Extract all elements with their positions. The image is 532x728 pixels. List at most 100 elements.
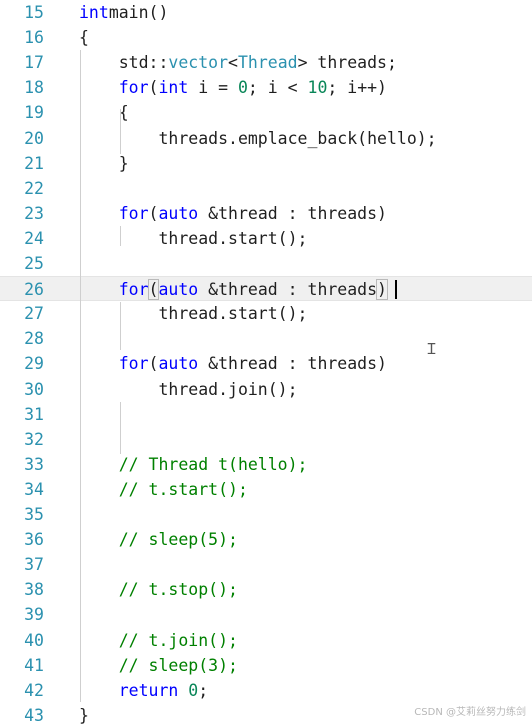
code-text: // sleep(5); <box>79 527 238 552</box>
line-number: 31 <box>24 404 44 424</box>
code-line[interactable]: 43} <box>0 703 532 728</box>
line-number: 30 <box>24 379 44 399</box>
code-line[interactable]: 40 // t.join(); <box>0 628 532 653</box>
code-text: thread.start(); <box>79 301 307 326</box>
code-line[interactable]: 16 { <box>0 25 532 50</box>
code-line[interactable]: 31 <box>0 402 532 427</box>
indent-guide <box>120 226 121 246</box>
line-number: 22 <box>24 178 44 198</box>
line-number: 36 <box>24 530 44 550</box>
code-token: thread.start(); <box>79 228 308 248</box>
code-token: // t.start(); <box>79 479 248 499</box>
line-number: 16 <box>24 28 44 48</box>
code-token: int <box>79 3 109 22</box>
code-text: { <box>79 25 89 50</box>
code-token: > threads; <box>297 53 397 73</box>
line-number: 17 <box>24 53 44 73</box>
line-number: 42 <box>24 680 44 700</box>
code-line[interactable]: 39 <box>0 602 532 627</box>
code-text: thread.join(); <box>79 377 297 402</box>
code-token: 0 <box>237 78 248 98</box>
code-line[interactable]: 38 // t.stop(); <box>0 577 532 602</box>
code-token: for <box>79 203 149 223</box>
code-token: ( <box>148 354 159 374</box>
code-text: } <box>79 703 89 728</box>
code-token: Thread <box>237 53 298 73</box>
indent-guide <box>80 50 81 702</box>
code-token: for <box>79 354 149 374</box>
code-token: ( <box>147 279 160 301</box>
code-line[interactable]: 37 <box>0 552 532 577</box>
code-token: < <box>228 53 238 73</box>
code-token: { <box>79 28 89 48</box>
code-token: vector <box>168 53 229 73</box>
line-number: 21 <box>24 153 44 173</box>
indent-guide <box>120 302 121 350</box>
code-token: for <box>79 78 149 98</box>
code-line[interactable]: 18 for(int i = 0; i < 10; i++) <box>0 75 532 100</box>
code-line[interactable]: 28 <box>0 326 532 351</box>
code-text: intmain() <box>79 0 168 25</box>
line-number: 41 <box>24 655 44 675</box>
code-line[interactable]: 41 // sleep(3); <box>0 653 532 678</box>
code-line[interactable]: 26 for(auto &thread : threads) <box>0 276 532 302</box>
code-token: thread.start(); <box>79 304 308 324</box>
code-token: auto <box>158 203 199 223</box>
code-token: } <box>79 153 129 173</box>
code-text: for(auto &thread : threads) <box>79 277 388 302</box>
code-line[interactable]: 34 // t.start(); <box>0 477 532 502</box>
code-line[interactable]: 20 threads.emplace_back(hello); <box>0 126 532 151</box>
code-line[interactable]: 35 <box>0 502 532 527</box>
line-number: 34 <box>24 479 44 499</box>
code-line[interactable]: 17 std::vector<Thread> threads; <box>0 50 532 75</box>
code-line[interactable]: 27 thread.start(); <box>0 301 532 326</box>
code-text: return 0; <box>79 678 208 703</box>
code-text: } <box>79 151 129 176</box>
code-line[interactable]: 33 // Thread t(hello); <box>0 452 532 477</box>
code-token: ; i < <box>247 78 308 98</box>
line-number: 37 <box>24 555 44 575</box>
ibeam-cursor-icon: Ｉ <box>424 340 440 358</box>
code-line[interactable]: 29 for(auto &thread : threads) <box>0 351 532 376</box>
line-number: 26 <box>24 280 44 300</box>
code-line[interactable]: 25 <box>0 251 532 276</box>
code-text: { <box>79 100 129 125</box>
code-line[interactable]: 24 thread.start(); <box>0 226 532 251</box>
code-token: 0 <box>188 680 199 700</box>
code-line[interactable]: 30 thread.join(); <box>0 377 532 402</box>
code-token: return <box>79 680 179 700</box>
code-token: main() <box>108 3 169 22</box>
code-line[interactable]: 21 } <box>0 151 532 176</box>
code-text: // t.start(); <box>79 477 248 502</box>
code-token: ; <box>198 680 209 700</box>
code-token <box>178 681 188 700</box>
code-token: { <box>79 103 129 123</box>
code-line[interactable]: 42 return 0; <box>0 678 532 703</box>
code-text: threads.emplace_back(hello); <box>79 126 437 151</box>
code-token: &thread : threads) <box>198 203 387 223</box>
code-token: threads.emplace_back(hello); <box>79 128 437 148</box>
line-number: 43 <box>24 705 44 725</box>
line-number: 29 <box>24 354 44 374</box>
code-token: ( <box>148 203 159 223</box>
watermark: CSDN @艾莉丝努力练剑 <box>414 707 526 718</box>
code-token: for <box>79 280 149 300</box>
code-token: 10 <box>307 78 328 98</box>
code-text: // sleep(3); <box>79 653 238 678</box>
code-token: // t.join(); <box>79 630 238 650</box>
code-line[interactable]: 32 <box>0 427 532 452</box>
code-text: // t.join(); <box>79 628 238 653</box>
code-line[interactable]: 23 for(auto &thread : threads) <box>0 201 532 226</box>
line-number: 18 <box>24 78 44 98</box>
code-text: thread.start(); <box>79 226 307 251</box>
code-text: // t.stop(); <box>79 577 238 602</box>
code-line[interactable]: 22 <box>0 176 532 201</box>
code-token: auto <box>158 354 199 374</box>
code-text: for(int i = 0; i < 10; i++) <box>79 75 387 100</box>
code-line[interactable]: 19 { <box>0 100 532 125</box>
text-caret <box>395 280 397 299</box>
code-token: // sleep(5); <box>79 530 238 550</box>
code-line[interactable]: 36 // sleep(5); <box>0 527 532 552</box>
